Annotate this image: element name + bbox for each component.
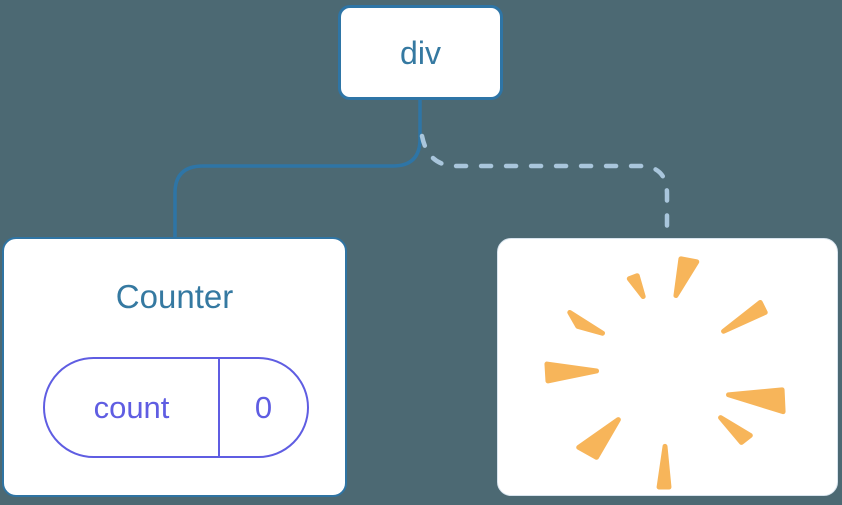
counter-component-card: Counter count 0	[2, 237, 347, 497]
dashed-connector	[419, 133, 670, 241]
poof-ray	[721, 300, 768, 334]
counter-card-title: Counter	[115, 278, 234, 315]
poof-ray	[544, 361, 600, 384]
state-pill: count 0	[43, 357, 309, 458]
poof-ray	[626, 273, 646, 300]
poof-ray	[673, 256, 700, 299]
root-node-div: div	[338, 5, 503, 100]
root-node-label: div	[400, 34, 441, 71]
state-value: 0	[254, 389, 273, 425]
poof-ray	[726, 387, 786, 415]
solid-connector	[173, 100, 422, 238]
state-name: count	[45, 359, 220, 456]
poof-ray	[656, 443, 672, 490]
poof-ray	[718, 415, 753, 445]
poof-ray	[567, 309, 605, 336]
poof-ray	[576, 417, 621, 460]
poof-icon	[544, 256, 786, 490]
removed-component-card	[497, 238, 838, 496]
